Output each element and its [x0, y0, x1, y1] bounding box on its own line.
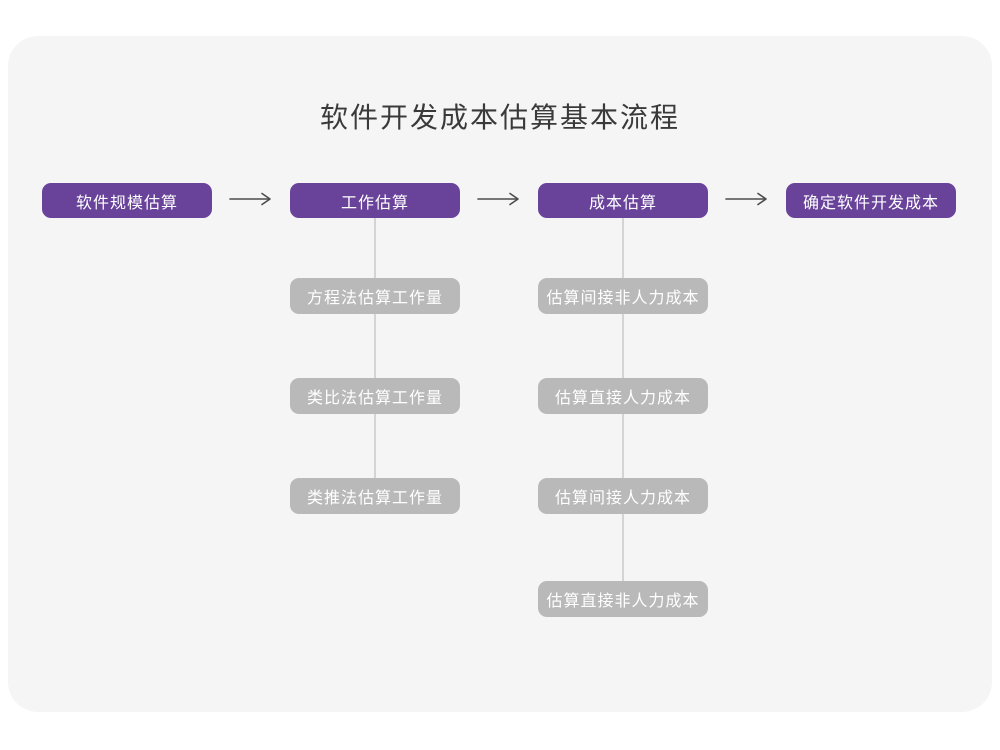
node-cost-estimation[interactable]: 成本估算 — [538, 183, 708, 218]
connector-line-work-column — [374, 218, 376, 478]
node-extrapolation-method-workload[interactable]: 类推法估算工作量 — [290, 478, 460, 514]
node-label: 类比法估算工作量 — [306, 390, 443, 407]
node-label: 成本估算 — [588, 194, 657, 212]
node-label: 估算间接人力成本 — [554, 490, 691, 507]
node-label: 类推法估算工作量 — [306, 490, 443, 507]
right-arrow-icon — [725, 192, 767, 206]
node-software-scale-estimation[interactable]: 软件规模估算 — [42, 183, 212, 218]
node-direct-labor-cost[interactable]: 估算直接人力成本 — [538, 378, 708, 414]
node-label: 确定软件开发成本 — [802, 194, 939, 212]
node-indirect-labor-cost[interactable]: 估算间接人力成本 — [538, 478, 708, 514]
node-analogy-method-workload[interactable]: 类比法估算工作量 — [290, 378, 460, 414]
node-label: 估算直接非人力成本 — [546, 593, 700, 610]
node-label: 方程法估算工作量 — [306, 290, 443, 307]
node-label: 软件规模估算 — [75, 194, 178, 212]
node-work-estimation[interactable]: 工作估算 — [290, 183, 460, 218]
diagram-title: 软件开发成本估算基本流程 — [319, 102, 680, 133]
node-direct-nonlabor-cost[interactable]: 估算直接非人力成本 — [538, 581, 708, 617]
right-arrow-icon — [477, 192, 519, 206]
node-label: 估算直接人力成本 — [554, 390, 691, 407]
node-label: 估算间接非人力成本 — [546, 290, 700, 307]
node-equation-method-workload[interactable]: 方程法估算工作量 — [290, 278, 460, 314]
right-arrow-icon — [229, 192, 271, 206]
flowchart-card: 软件开发成本估算基本流程 软件规模估算 工作估算 成本估算 确定软件开发成本 方… — [8, 36, 992, 712]
node-indirect-nonlabor-cost[interactable]: 估算间接非人力成本 — [538, 278, 708, 314]
node-determine-development-cost[interactable]: 确定软件开发成本 — [786, 183, 956, 218]
node-label: 工作估算 — [340, 194, 409, 212]
